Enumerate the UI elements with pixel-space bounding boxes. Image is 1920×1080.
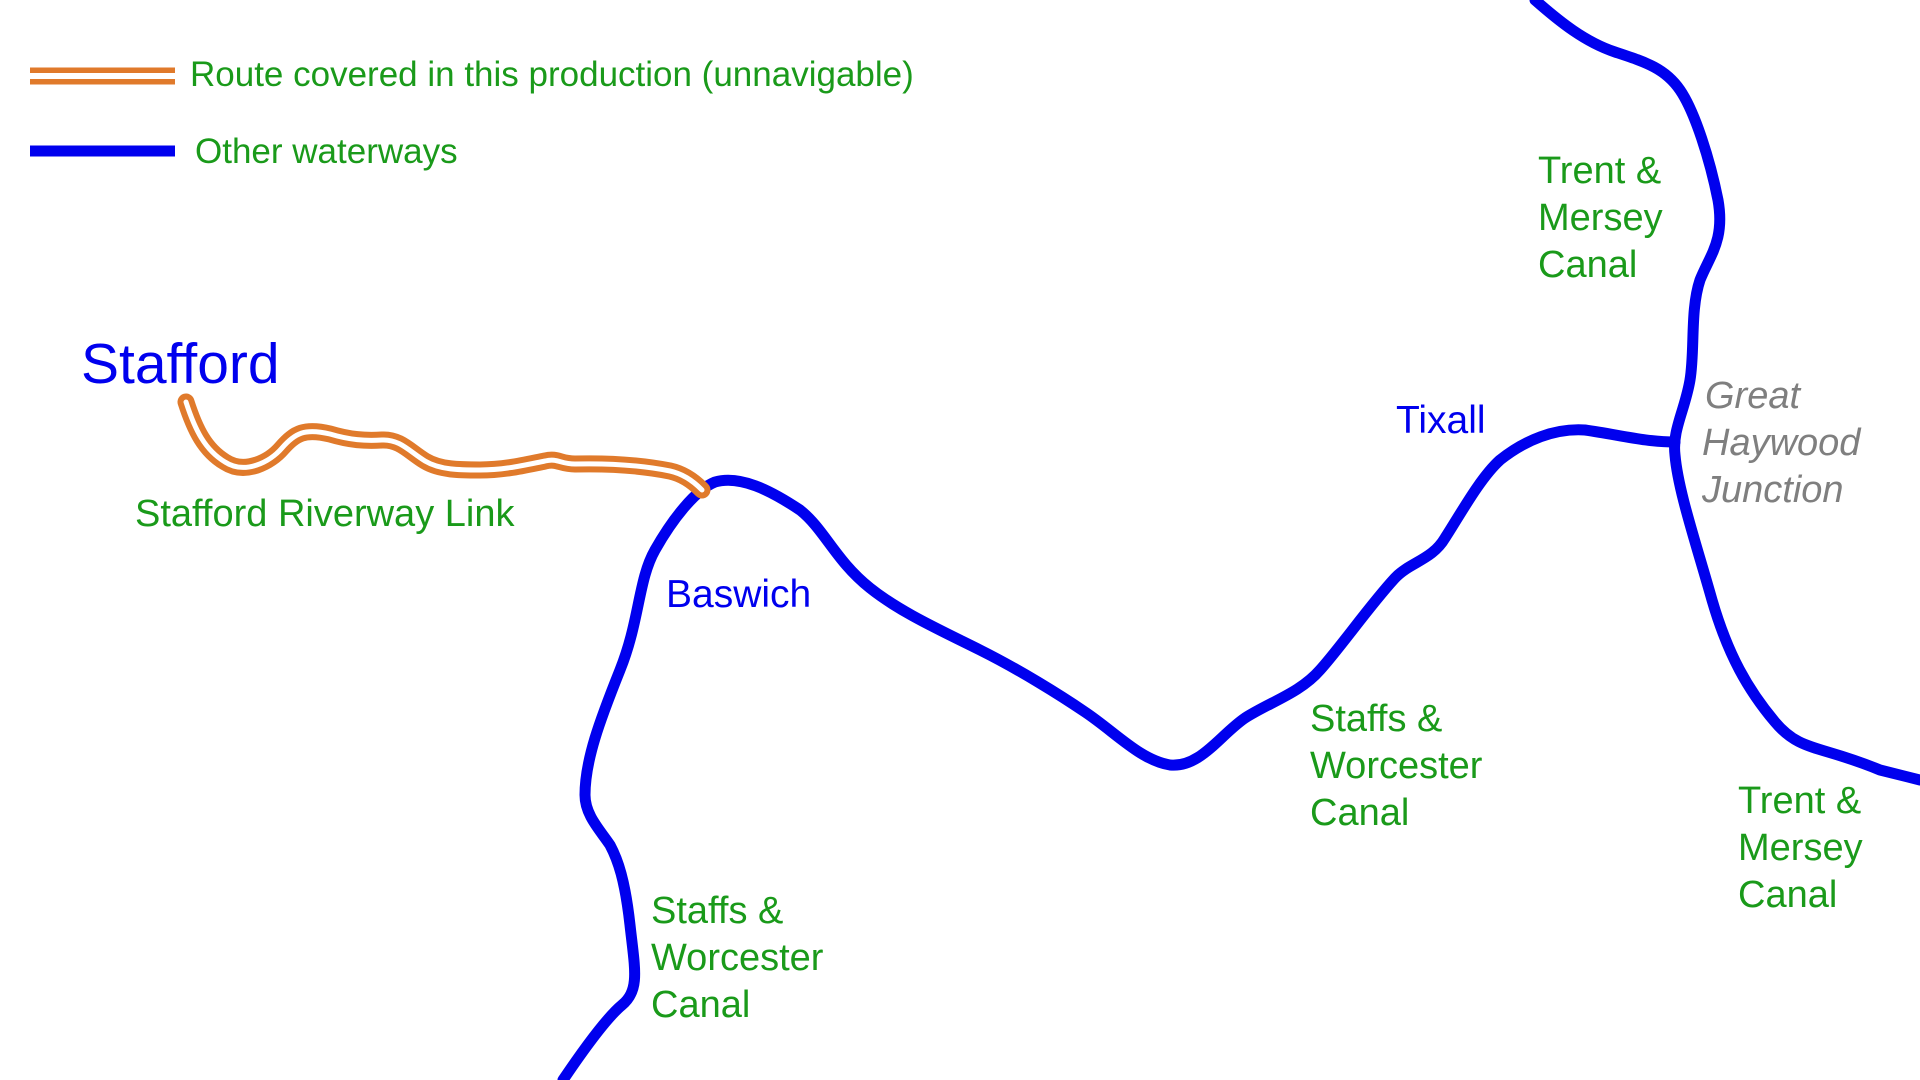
place-baswich: Baswich (666, 573, 811, 616)
canal-label-line: Canal (1538, 244, 1637, 286)
trent-mersey-canal (1529, 0, 1920, 786)
canal-label-line: Canal (1310, 792, 1409, 834)
canal-label-trent-mersey-north: Trent & Mersey Canal (1538, 150, 1663, 286)
canal-label-line: Mersey (1738, 827, 1863, 869)
route-label-stafford-riverway-link: Stafford Riverway Link (135, 493, 515, 535)
canal-label-line: Staffs & (651, 890, 783, 932)
junction-line-1: Great (1705, 375, 1801, 417)
canal-label-line: Staffs & (1310, 698, 1442, 740)
legend-route-label: Route covered in this production (unnavi… (190, 55, 914, 94)
canal-label-line: Trent & (1538, 150, 1661, 192)
canal-label-line: Worcester (1310, 745, 1483, 787)
riverway-link-outer (177, 393, 711, 499)
canal-label-line: Worcester (651, 937, 824, 979)
canal-label-staffs-worcester-south: Staffs & Worcester Canal (651, 890, 824, 1026)
canal-label-line: Trent & (1738, 780, 1861, 822)
junction-line-2: Haywood (1702, 422, 1862, 464)
waterways (557, 0, 1920, 1080)
legend: Route covered in this production (unnavi… (30, 55, 914, 171)
place-stafford: Stafford (81, 332, 280, 396)
canal-label-line: Canal (1738, 874, 1837, 916)
place-tixall: Tixall (1396, 399, 1486, 442)
junction-label: Great Haywood Junction (1701, 375, 1862, 511)
riverway-link-inner (183, 399, 705, 493)
legend-waterway-label: Other waterways (195, 132, 458, 171)
staffs-worcester-canal-west (557, 424, 1681, 1080)
canal-label-line: Mersey (1538, 197, 1663, 239)
canal-label-trent-mersey-south: Trent & Mersey Canal (1738, 780, 1863, 916)
junction-line-3: Junction (1701, 469, 1844, 511)
canal-label-staffs-worcester-east: Staffs & Worcester Canal (1310, 698, 1483, 834)
stafford-riverway-link (177, 393, 711, 499)
canal-label-line: Canal (651, 984, 750, 1026)
